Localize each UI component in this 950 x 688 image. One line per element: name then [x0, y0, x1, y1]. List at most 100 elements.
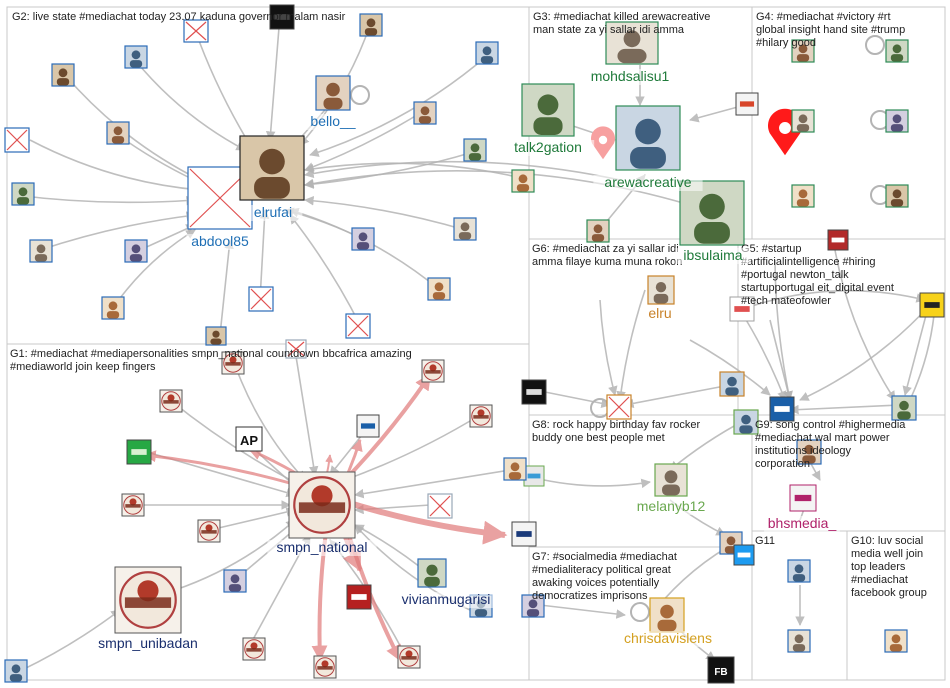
user-avatar[interactable] — [463, 138, 487, 162]
user-avatar[interactable] — [101, 296, 125, 320]
user-avatar[interactable] — [197, 519, 221, 543]
group-label-g7: G7: #socialmedia #mediachat#medialiterac… — [532, 551, 677, 602]
user-avatar[interactable] — [29, 239, 53, 263]
edge — [234, 364, 306, 481]
user-avatar[interactable] — [351, 227, 375, 251]
user-avatar[interactable] — [787, 629, 811, 653]
node-label-bg — [609, 631, 727, 647]
user-logo[interactable] — [769, 396, 795, 422]
user-avatar[interactable] — [791, 39, 815, 63]
user-avatar[interactable] — [469, 404, 493, 428]
user-avatar-elrufai[interactable] — [239, 135, 305, 201]
user-avatar[interactable] — [242, 637, 266, 661]
user-avatar[interactable] — [121, 493, 145, 517]
node-label-abdool85: abdool85 — [191, 233, 249, 249]
user-avatar[interactable] — [475, 41, 499, 65]
user-avatar-mohdsalisu1[interactable] — [605, 21, 659, 65]
user-avatar-bello[interactable] — [315, 75, 351, 111]
user-avatar[interactable] — [221, 351, 245, 375]
user-logo[interactable] — [735, 92, 759, 116]
broken-image-icon[interactable] — [285, 339, 307, 359]
user-avatar-arewacreative[interactable] — [615, 105, 681, 171]
user-avatar[interactable] — [124, 239, 148, 263]
user-avatar[interactable] — [884, 629, 908, 653]
user-logo-ap[interactable]: AP — [235, 426, 263, 452]
user-logo[interactable] — [733, 544, 755, 566]
broken-image-icon[interactable] — [427, 493, 453, 519]
node-label-bg — [583, 69, 677, 85]
edge — [616, 289, 646, 401]
user-logo[interactable] — [126, 439, 152, 465]
broken-image-icon[interactable] — [606, 394, 632, 420]
user-logo[interactable] — [523, 465, 545, 487]
user-avatar-elru[interactable] — [647, 275, 675, 305]
user-avatar[interactable] — [427, 277, 451, 301]
user-avatar[interactable] — [503, 457, 527, 481]
user-avatar[interactable] — [885, 184, 909, 208]
user-avatar[interactable] — [106, 121, 130, 145]
edge — [904, 304, 940, 411]
user-logo[interactable] — [919, 292, 945, 318]
user-avatar[interactable] — [885, 109, 909, 133]
broken-image-icon[interactable] — [248, 286, 274, 312]
user-avatar[interactable] — [891, 395, 917, 421]
edge — [174, 519, 296, 591]
node-label-bg — [186, 234, 254, 250]
node-label-elru: elru — [648, 305, 671, 321]
broken-image-icon[interactable] — [4, 127, 30, 153]
user-avatar[interactable] — [586, 219, 610, 243]
edge — [219, 239, 234, 336]
node-label-bello: bello__ — [310, 113, 355, 129]
user-avatar[interactable] — [313, 655, 337, 679]
user-logo[interactable] — [521, 379, 547, 405]
user-avatar-melanyb12[interactable] — [654, 463, 688, 497]
user-logo-bhsmedia[interactable] — [789, 484, 817, 512]
user-avatar-vivianmugarisi[interactable] — [417, 558, 447, 588]
user-avatar-smpn-national[interactable] — [288, 471, 356, 539]
broken-image-icon[interactable] — [183, 19, 209, 43]
user-avatar[interactable] — [205, 326, 227, 346]
edge — [209, 507, 296, 531]
user-avatar[interactable] — [791, 184, 815, 208]
edge — [304, 162, 531, 181]
user-logo-bbc[interactable] — [346, 584, 372, 610]
user-logo[interactable] — [356, 414, 380, 438]
user-avatar[interactable] — [11, 182, 35, 206]
user-avatar[interactable] — [421, 359, 445, 383]
user-avatar[interactable] — [791, 109, 815, 133]
user-avatar[interactable] — [511, 169, 535, 193]
user-logo[interactable] — [269, 4, 295, 30]
user-logo[interactable] — [827, 229, 849, 251]
user-avatar[interactable] — [4, 659, 28, 683]
group-label-g9: G9: song control #highermedia#mediachat … — [755, 419, 906, 470]
user-avatar[interactable] — [51, 63, 75, 87]
user-avatar[interactable] — [521, 594, 545, 618]
user-avatar[interactable] — [359, 13, 383, 37]
user-logo[interactable] — [511, 521, 537, 547]
user-avatar[interactable] — [787, 559, 811, 583]
user-avatar[interactable] — [413, 101, 437, 125]
user-avatar[interactable] — [223, 569, 247, 593]
user-avatar-chrisdavislens[interactable] — [649, 597, 685, 633]
user-logo-fb[interactable]: FB — [707, 656, 735, 684]
edge — [789, 404, 901, 415]
user-logo[interactable] — [729, 296, 755, 322]
user-avatar-talk2gation[interactable] — [521, 83, 575, 137]
user-avatar[interactable] — [733, 409, 759, 435]
broken-image-icon[interactable] — [345, 313, 371, 339]
node-label-bhsmedia: bhsmedia_ — [768, 515, 837, 531]
user-avatar[interactable] — [159, 389, 183, 413]
node-label-smpn-unibadan: smpn_unibadan — [98, 635, 198, 651]
group-label-g11: G11 — [755, 535, 775, 547]
user-avatar[interactable] — [124, 45, 148, 69]
user-avatar[interactable] — [453, 217, 477, 241]
user-avatar[interactable] — [719, 371, 745, 397]
user-avatar-smpn-unibadan[interactable] — [114, 566, 182, 634]
user-avatar[interactable] — [885, 39, 909, 63]
user-avatar[interactable] — [796, 439, 822, 465]
edge — [289, 214, 361, 326]
user-avatar[interactable] — [397, 645, 421, 669]
user-avatar-ibsulaiman[interactable] — [679, 180, 745, 246]
